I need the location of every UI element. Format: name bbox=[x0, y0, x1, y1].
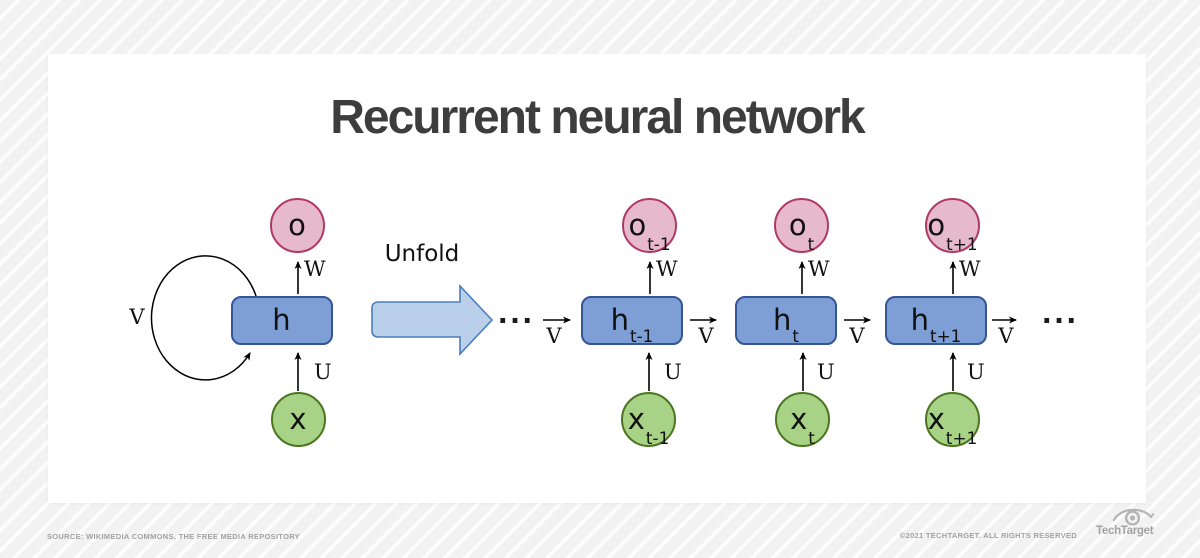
node-label: x bbox=[289, 402, 307, 436]
node-label: o bbox=[288, 208, 306, 242]
node-label: x bbox=[627, 402, 645, 436]
hidden-node-folded: h bbox=[231, 296, 333, 345]
node-label: h bbox=[910, 303, 929, 337]
node-label: h bbox=[610, 303, 630, 337]
w-label: W bbox=[304, 257, 326, 281]
output-node-folded: o bbox=[270, 198, 325, 253]
source-credit: SOURCE: WIKIMEDIA COMMONS, THE FREE MEDI… bbox=[47, 532, 300, 541]
u-label: U bbox=[664, 360, 682, 384]
w-label: W bbox=[959, 257, 981, 281]
node-label: o bbox=[788, 208, 807, 242]
node-label: x bbox=[790, 402, 808, 436]
ellipsis-right: ... bbox=[1041, 299, 1079, 330]
v-label: V bbox=[998, 324, 1014, 348]
node-label: o bbox=[927, 208, 946, 242]
brand-name: TechTarget bbox=[1096, 525, 1154, 537]
node-label: h bbox=[272, 303, 291, 337]
copyright: ©2021 TECHTARGET. ALL RIGHTS RESERVED bbox=[899, 531, 1077, 540]
node-label: o bbox=[628, 208, 647, 242]
input-node-folded: x bbox=[271, 392, 326, 447]
v-label: V bbox=[849, 324, 865, 348]
u-label: U bbox=[817, 360, 835, 384]
loop-v-label: V bbox=[129, 305, 145, 329]
page-title: Recurrent neural network bbox=[330, 91, 865, 144]
u-label: U bbox=[967, 360, 985, 384]
eye-icon bbox=[1112, 508, 1154, 526]
unfold-label: Unfold bbox=[384, 241, 460, 267]
ellipsis-left: ... bbox=[497, 299, 535, 330]
node-label: h bbox=[773, 303, 792, 337]
v-label: V bbox=[546, 324, 562, 348]
w-label: W bbox=[808, 257, 830, 281]
u-label: U bbox=[314, 360, 332, 384]
v-label: V bbox=[698, 324, 714, 348]
node-label: x bbox=[927, 402, 945, 436]
w-label: W bbox=[656, 257, 678, 281]
